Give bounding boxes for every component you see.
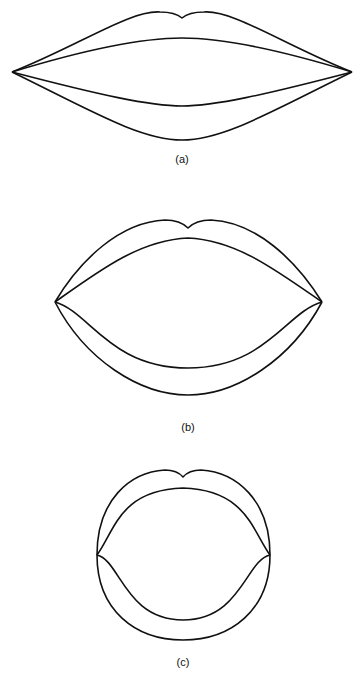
- lips-spread: [12, 12, 352, 140]
- figure-label: (c): [177, 656, 190, 669]
- lips-rounded: [97, 470, 270, 640]
- figure-label: (a): [175, 153, 188, 166]
- figure-label: (b): [181, 421, 194, 434]
- lips-open: [55, 220, 322, 395]
